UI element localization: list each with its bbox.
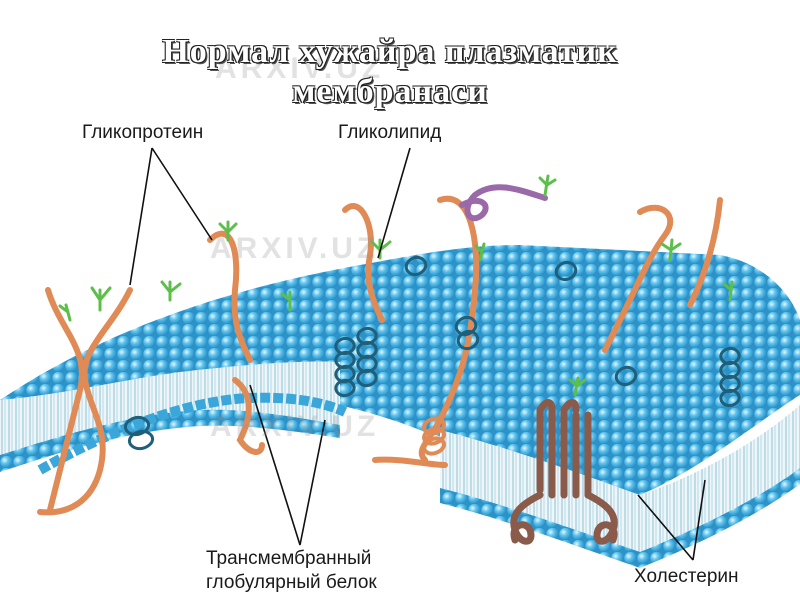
watermark-2: ARXIV.UZ [210,232,380,265]
pointer-cholesterol [637,479,706,561]
membrane-lower-heads-left [0,409,340,472]
label-cholesterol: Холестерин [634,566,739,587]
glycoprotein-spiral [422,416,446,456]
transmembrane-protein-large [510,399,618,545]
pointer-transmembrane [249,384,326,546]
pointer-lines [129,147,706,561]
membrane-top-surface [0,245,800,495]
label-transmembrane-line2: глобулярный белок [206,572,377,593]
membrane-bilayer-edge-left [0,361,340,460]
helical-proteins [123,255,741,451]
membrane-underside-curve [37,392,348,475]
glycolipid-chain [459,184,548,222]
watermark-1: ARXIV.UZ [215,52,385,85]
label-glycolipid: Гликолипид [338,122,442,143]
label-transmembrane-line1: Трансмембранный [206,548,372,569]
membrane-bilayer-edge-right [440,405,800,555]
pointer-glycoprotein [129,147,213,286]
pointer-glycolipid [377,147,411,259]
label-glycoprotein: Гликопротеин [82,122,204,143]
title-line-1: Нормал хужайра плазматик [162,33,618,70]
watermark-3: ARXIV.UZ [210,410,380,443]
sugar-branches [58,174,734,397]
page-title: Нормал хужайра плазматик мембранаси [110,32,670,112]
title-line-2: мембранаси [292,73,488,110]
